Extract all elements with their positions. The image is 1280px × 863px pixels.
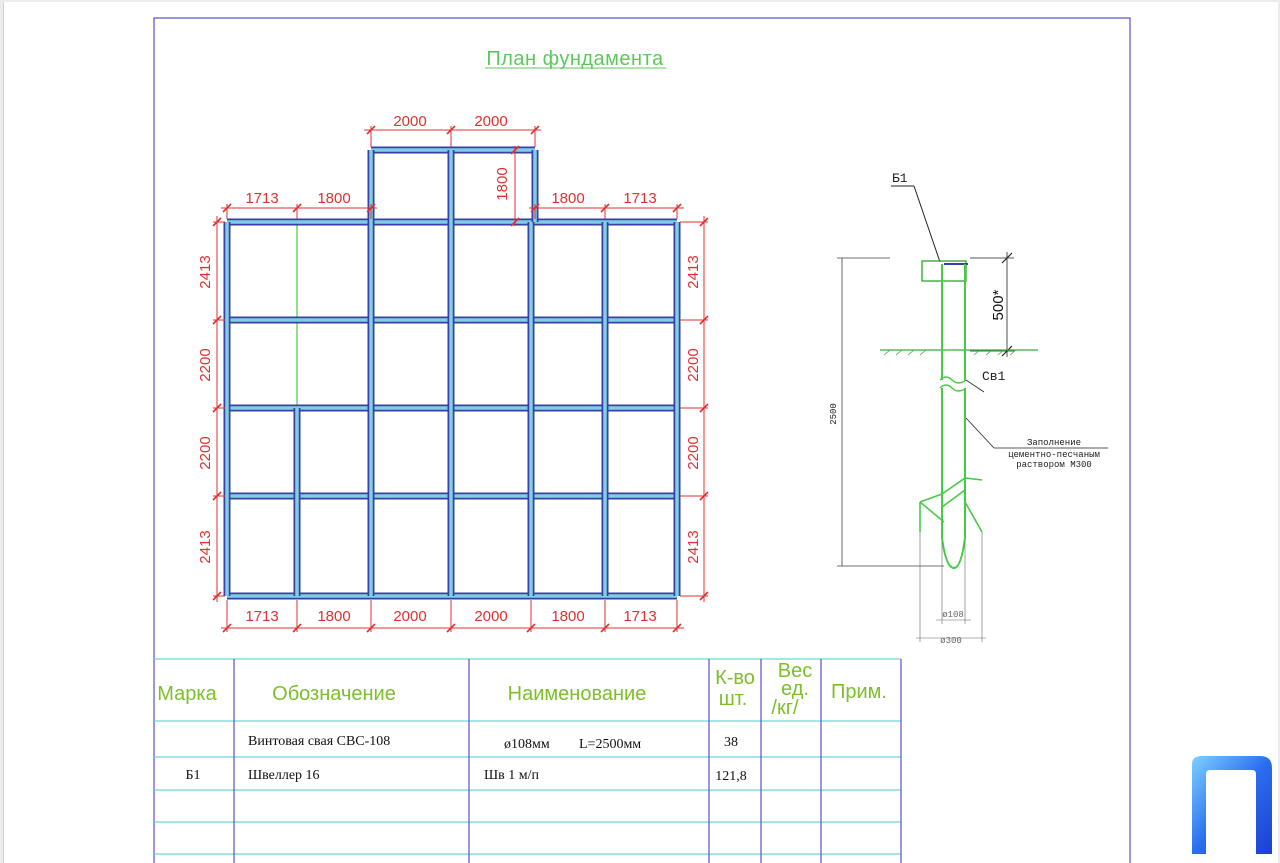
- dim-dia-outer: ø300: [940, 636, 962, 646]
- dim-tick: [699, 217, 709, 227]
- header-note: Прим.: [831, 681, 887, 703]
- dim-left-2: 2200: [197, 348, 214, 381]
- dim-tick: [292, 623, 302, 633]
- dim-tick: [292, 203, 302, 213]
- note-line-2: цементно-песчаным: [1008, 450, 1100, 460]
- dim-tick: [672, 623, 682, 633]
- dim-top-1: 2000: [393, 113, 426, 130]
- dim-right-1: 2413: [685, 255, 702, 288]
- sheet-frame: [153, 17, 1131, 863]
- dim-bottom-6: 1713: [623, 608, 656, 625]
- dim-tick: [600, 623, 610, 633]
- table-grid: [154, 658, 901, 855]
- dim-right-2: 2200: [685, 348, 702, 381]
- dim-bottom-1: 1713: [245, 608, 278, 625]
- dim-dia-inner: ø108: [942, 610, 964, 620]
- label-pile: Св1: [982, 369, 1006, 384]
- drawing-canvas: План фундамента 2000 2000 1713 1800 1800…: [153, 17, 1131, 863]
- dim-tick: [366, 125, 376, 135]
- dim-500: 500*: [990, 289, 1007, 320]
- table-row-1-name-a: ø108мм: [504, 737, 550, 752]
- leader-line: [965, 417, 995, 449]
- dim-tick: [510, 145, 520, 155]
- dim-tick: [699, 403, 709, 413]
- header-weight-2: ед.: [781, 678, 809, 700]
- dim-tick: [530, 203, 540, 213]
- dim-left-1: 2413: [197, 255, 214, 288]
- dim-upper-4: 1713: [623, 190, 656, 207]
- table-row-2-mark: Б1: [185, 768, 200, 783]
- plan-dimensions: [212, 125, 709, 633]
- dim-bottom-4: 2000: [474, 608, 507, 625]
- dim-tick: [1001, 345, 1013, 357]
- label-beam: Б1: [892, 171, 908, 186]
- table-row-2-name-a: Шв 1 м/п: [484, 768, 539, 783]
- ground-hatch: [883, 349, 1017, 356]
- dim-tick: [212, 591, 222, 601]
- header-weight-3: /кг/: [771, 697, 799, 719]
- dim-tick: [212, 491, 222, 501]
- pile-break: [939, 384, 967, 392]
- header-weight-1: Вес: [778, 660, 812, 682]
- foundation-beams: [223, 146, 681, 600]
- dim-bottom-3: 2000: [393, 608, 426, 625]
- note-line-1: Заполнение: [1027, 438, 1081, 448]
- dim-tick: [366, 623, 376, 633]
- dim-top-2: 2000: [474, 113, 507, 130]
- dim-tick: [212, 315, 222, 325]
- header-qty-2: шт.: [719, 688, 748, 710]
- dim-2500: 2500: [829, 403, 839, 425]
- dim-tick: [446, 125, 456, 135]
- dim-tick: [212, 217, 222, 227]
- dim-tick: [212, 403, 222, 413]
- dim-right-4: 2413: [685, 530, 702, 563]
- dim-tick: [530, 125, 540, 135]
- dim-right-3: 2200: [685, 436, 702, 469]
- dim-tick: [699, 491, 709, 501]
- dim-bottom-2: 1800: [317, 608, 350, 625]
- dim-tick: [446, 623, 456, 633]
- header-mark: Марка: [157, 683, 217, 705]
- specification-table: Марка Обозначение Наименование К-во шт. …: [154, 658, 902, 863]
- pile-helix: [919, 477, 983, 533]
- dim-tick: [600, 203, 610, 213]
- table-row-1-name-b: L=2500мм: [579, 737, 641, 752]
- dim-tick: [1001, 252, 1013, 264]
- plan-title: План фундамента: [486, 48, 664, 70]
- table-grid: [233, 659, 902, 863]
- dim-upper-1: 1713: [245, 190, 278, 207]
- dim-notch: 1800: [494, 167, 511, 200]
- drawing-sheet: План фундамента 2000 2000 1713 1800 1800…: [3, 2, 1278, 863]
- dim-tick: [510, 217, 520, 227]
- leader-line: [913, 185, 941, 263]
- dim-tick: [222, 203, 232, 213]
- header-qty-1: К-во: [715, 667, 755, 689]
- dim-upper-2: 1800: [317, 190, 350, 207]
- dim-tick: [526, 623, 536, 633]
- brand-logo-icon: [1192, 756, 1272, 854]
- pile-detail: Б1 2500 500*: [829, 171, 1108, 646]
- dim-upper-3: 1800: [551, 190, 584, 207]
- table-row-2-qty: 121,8: [715, 769, 747, 784]
- header-designation: Обозначение: [272, 683, 396, 705]
- dim-tick: [699, 591, 709, 601]
- pile-break: [939, 376, 967, 384]
- dim-left-4: 2413: [197, 530, 214, 563]
- table-row-1-designation: Винтовая свая СВС-108: [248, 734, 390, 749]
- dim-left-3: 2200: [197, 436, 214, 469]
- leader-line: [965, 379, 985, 393]
- pile-tip: [941, 537, 966, 570]
- table-row-1-qty: 38: [724, 735, 738, 750]
- dim-tick: [672, 203, 682, 213]
- header-name: Наименование: [508, 683, 647, 705]
- dim-bottom-5: 1800: [551, 608, 584, 625]
- dim-tick: [699, 315, 709, 325]
- dim-tick: [366, 203, 376, 213]
- dim-tick: [222, 623, 232, 633]
- note-line-3: раствором М300: [1016, 460, 1092, 470]
- table-row-2-designation: Швеллер 16: [248, 768, 320, 783]
